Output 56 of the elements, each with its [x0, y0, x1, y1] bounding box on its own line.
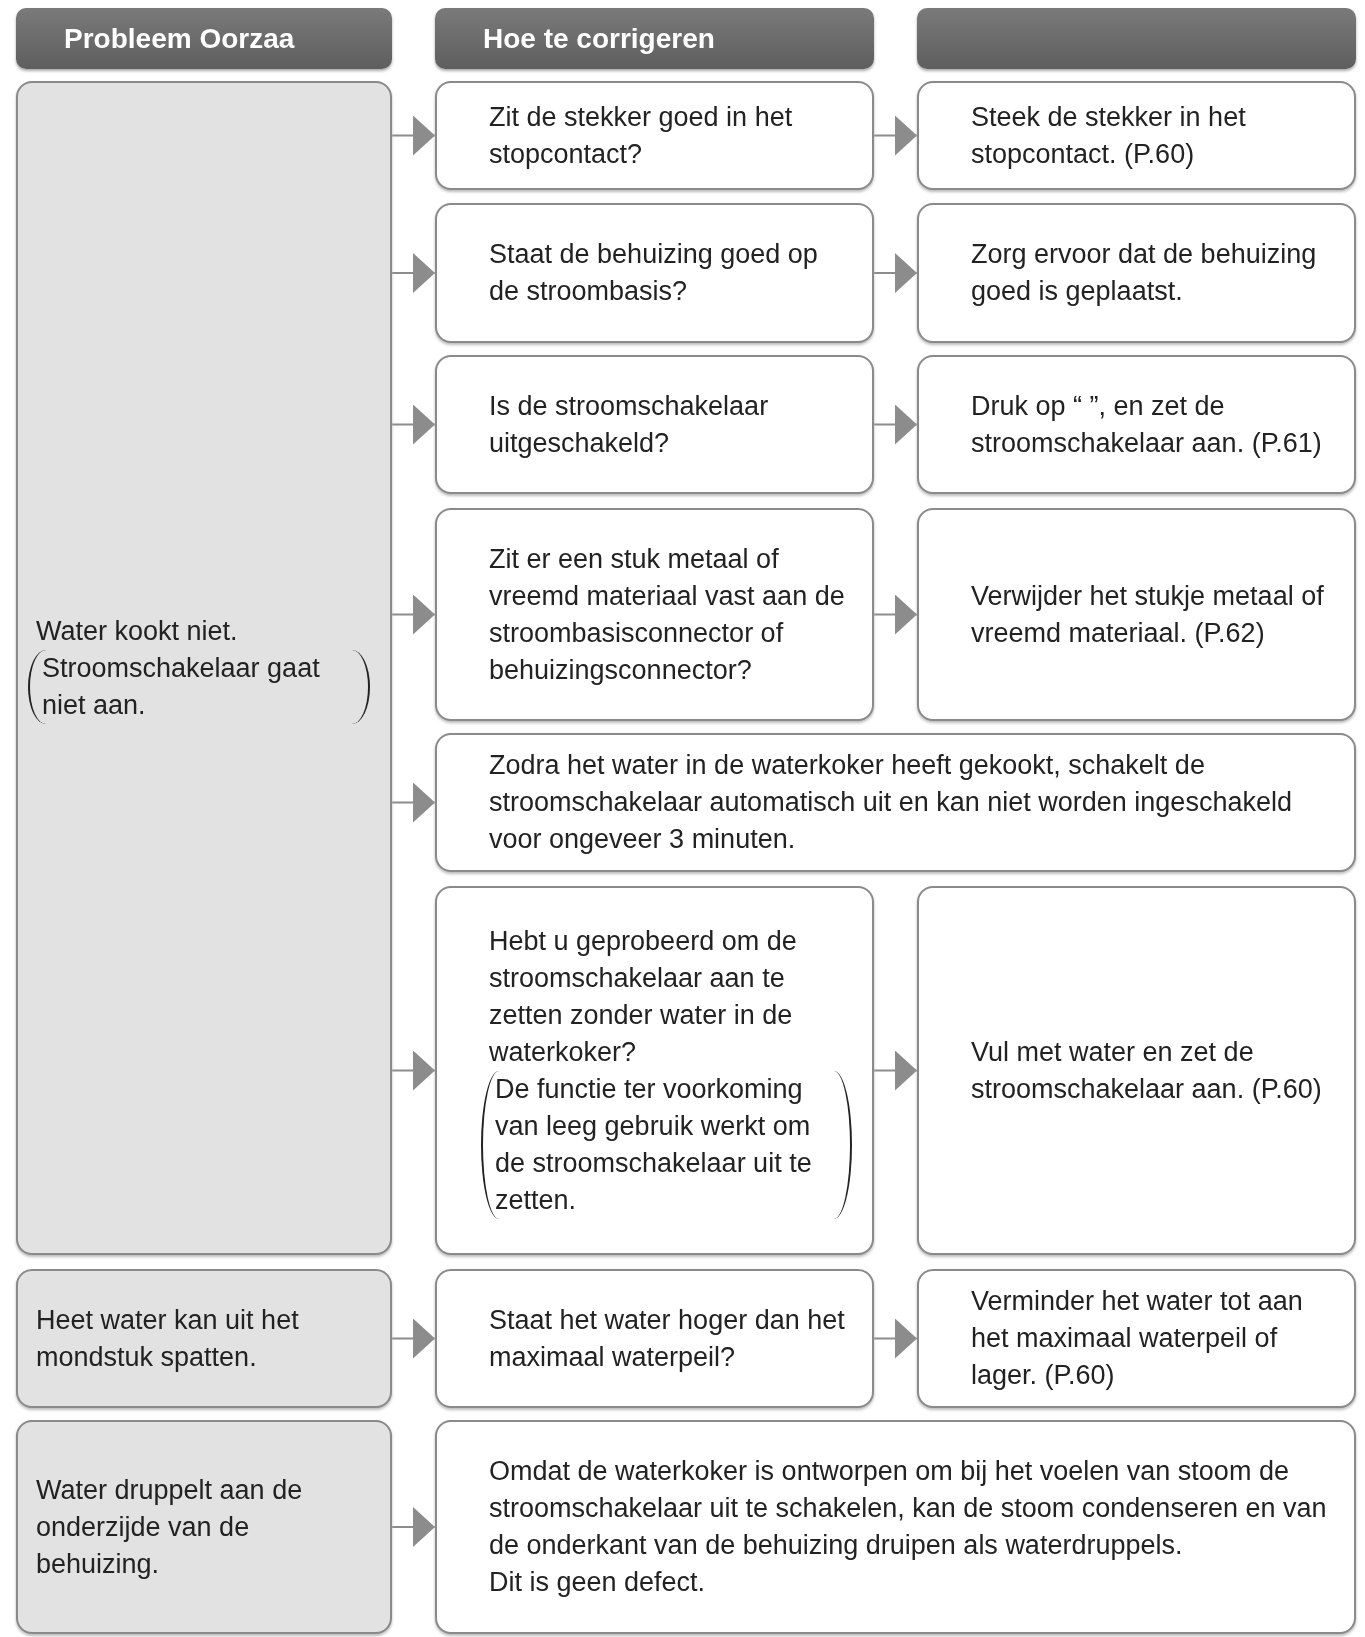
- arrow: [873, 1050, 918, 1091]
- arrow: [391, 404, 436, 445]
- answer-box: [917, 508, 1356, 721]
- problem-box: [16, 81, 392, 1255]
- answer-box: [917, 203, 1356, 343]
- answer-box: [917, 81, 1356, 190]
- cell-text: Dit is geen defect.: [489, 1566, 707, 1599]
- cell-text: Steek de stekker in het stopcontact. (P.60): [971, 100, 1247, 171]
- answer-box: [435, 355, 874, 494]
- arrow: [391, 115, 436, 156]
- problem-box: [16, 1269, 392, 1408]
- arrow: [873, 115, 918, 156]
- cell-text: Omdat de waterkoker is ontworpen om bij het voelen van stoom de stroomschakelaar uit te schakelen, kan de stoom condenseren en van de onderkant van de behuizing druipen als waterdruppels.: [489, 1455, 1328, 1562]
- header-text: Hoe te corrigeren: [483, 22, 716, 56]
- cell-text: Staat de behuizing goed op de stroombasis?: [489, 238, 819, 308]
- arrow: [391, 253, 436, 293]
- answer-box: [435, 81, 874, 190]
- cell-text: Zodra het water in de waterkoker heeft gekookt, schakelt de stroomschakelaar automatisch uit en kan niet worden ingeschakeld voor ongeveer 3 minuten.: [489, 749, 1293, 856]
- answer-box: [917, 886, 1356, 1255]
- cell-text: Staat het water hoger dan het maximaal waterpeil?: [489, 1303, 846, 1374]
- answer-box: [435, 1420, 1356, 1634]
- cell-text: Zit de stekker goed in het stopcontact?: [489, 100, 794, 171]
- cell-text: Druk op “ ”, en zet de stroomschakelaar aan. (P.61): [971, 389, 1323, 460]
- answer-box: [435, 733, 1356, 872]
- answer-box: [435, 886, 874, 1255]
- problem-box: [16, 1420, 392, 1634]
- answer-box: [435, 508, 874, 721]
- cell-text: Zorg ervoor dat de behuizing goed is geplaatst.: [971, 238, 1318, 308]
- cell-text: Is de stroomschakelaar uitgeschakeld?: [489, 389, 770, 460]
- arrow: [391, 782, 436, 823]
- cell-text: Hebt u geprobeerd om de stroomschakelaar aan te zetten zonder water in de waterkoker?: [489, 924, 798, 1069]
- cell-text: Verminder het water tot aan het maximaal waterpeil of lager. (P.60): [971, 1285, 1304, 1392]
- cell-text: Verwijder het stukje metaal of vreemd materiaal. (P.62): [971, 579, 1325, 650]
- answer-box: [917, 1269, 1356, 1408]
- cell-text: Water kookt niet.: [36, 614, 239, 648]
- answer-box: [435, 1269, 874, 1408]
- cell-text: Heet water kan uit het mondstuk spatten.: [36, 1303, 300, 1374]
- answer-box: [917, 355, 1356, 494]
- cell-text: Vul met water en zet de stroomschakelaar aan. (P.60): [971, 1035, 1323, 1106]
- header-bar: [435, 8, 874, 69]
- arrow: [391, 1507, 436, 1547]
- arrow: [873, 1318, 918, 1359]
- arrow: [391, 1050, 436, 1091]
- cell-text: Water druppelt aan de onderzijde van de behuizing.: [36, 1473, 304, 1581]
- arrow: [873, 594, 918, 635]
- header-bar: [16, 8, 392, 69]
- arrow: [873, 253, 918, 293]
- header-bar: [917, 8, 1356, 69]
- arrow: [391, 594, 436, 635]
- arrow: [873, 404, 918, 445]
- cell-text: Zit er een stuk metaal of vreemd materiaal vast aan de stroombasisconnector of behuizingsconnector?: [489, 542, 846, 687]
- answer-box: [435, 203, 874, 343]
- header-text: Probleem Oorzaa: [64, 22, 296, 56]
- arrow: [391, 1318, 436, 1359]
- bracketed-note: De functie ter voorkoming van leeg gebruik werkt om de stroomschakelaar uit te zetten.: [481, 1070, 852, 1219]
- bracketed-note: Stroomschakelaar gaat niet aan.: [28, 649, 370, 724]
